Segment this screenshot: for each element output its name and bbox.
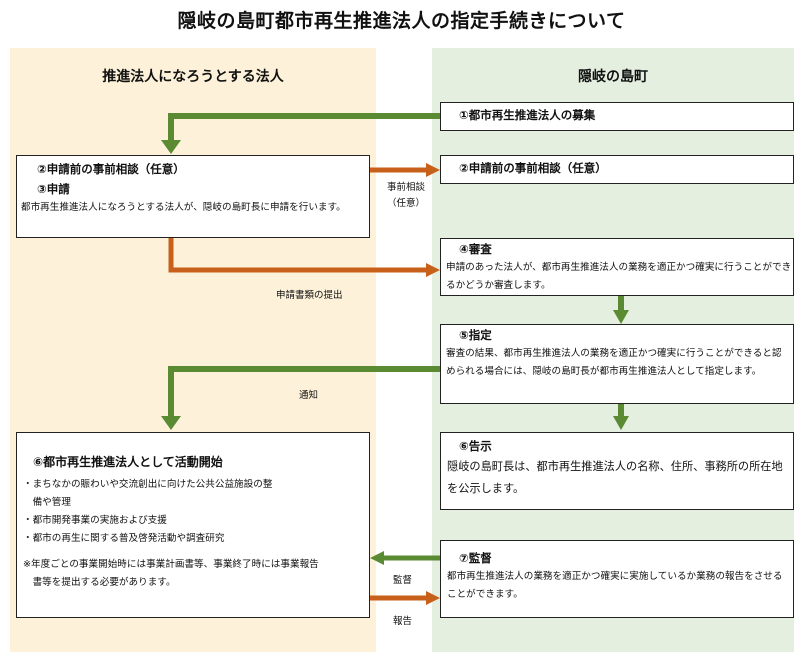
notice-body: 隠岐の島町長は、都市再生推進法人の名称、住所、事務所の所在地を公示します。 bbox=[447, 459, 783, 495]
apply-heading: ③申請 bbox=[37, 182, 70, 196]
activity-start-box: ⑥都市再生推進法人として活動開始 ・まちなかの賑わいや交流創出に向けた公共公益施… bbox=[16, 432, 370, 618]
activity-item: ・都市の再生に関する普及啓発活動や調査研究 bbox=[23, 532, 225, 544]
arrow-recruit-to-apply bbox=[168, 113, 440, 142]
arrow-submit-docs bbox=[168, 238, 428, 273]
report-label: 報告 bbox=[393, 616, 413, 627]
designate-heading: ⑤指定 bbox=[459, 328, 492, 342]
activity-item: ・まちなかの賑わいや交流創出に向けた公共公益施設の整 bbox=[23, 478, 273, 490]
supervise-label: 監督 bbox=[393, 575, 413, 586]
designate-box: ⑤指定 審査の結果、都市再生推進法人の業務を適正かつ確実に行うことができると認め… bbox=[440, 324, 794, 404]
pre-consult-label: 事前相談 （任意） bbox=[380, 180, 432, 212]
notify-label: 通知 bbox=[299, 390, 319, 401]
arrowhead-submit-docs bbox=[426, 263, 440, 277]
town-column-header: 隠岐の島町 bbox=[578, 69, 648, 85]
arrowhead-pre-consult bbox=[426, 163, 440, 177]
pre-consult-town-heading: ②申請前の事前相談（任意） bbox=[459, 161, 607, 175]
notice-box: ⑥告示 隠岐の島町長は、都市再生推進法人の名称、住所、事務所の所在地を公示します… bbox=[440, 432, 794, 510]
supervise-heading: ⑦監督 bbox=[459, 551, 492, 565]
activity-note-line: ※年度ごとの事業開始時には事業計画書等、事業終了時には事業報告 bbox=[23, 558, 319, 570]
arrowhead-notify bbox=[161, 416, 181, 430]
apply-box: ②申請前の事前相談（任意） ③申請 都市再生推進法人になろうとする法人が、隠岐の… bbox=[16, 155, 370, 238]
designate-body: 審査の結果、都市再生推進法人の業務を適正かつ確実に行うことができると認められる場… bbox=[446, 347, 782, 377]
activity-start-heading: ⑥都市再生推進法人として活動開始 bbox=[33, 455, 223, 469]
review-box: ④審査 申請のあった法人が、都市再生推進法人の業務を適正かつ確実に行うことができ… bbox=[440, 238, 794, 296]
page-title: 隠岐の島町都市再生推進法人の指定手続きについて bbox=[177, 10, 626, 32]
supervise-body: 都市再生推進法人の業務を適正かつ確実に実施しているか業務の報告をさせることができ… bbox=[447, 570, 783, 600]
activity-note-line: 書等を提出する必要があります。 bbox=[23, 576, 176, 588]
pre-consult-town-box: ②申請前の事前相談（任意） bbox=[440, 155, 794, 184]
arrowhead-recruit-to-apply bbox=[161, 140, 181, 154]
pre-consult-label-line2: （任意） bbox=[386, 198, 425, 209]
recruit-box: ①都市再生推進法人の募集 bbox=[440, 102, 794, 131]
arrowhead-review-to-designate bbox=[613, 310, 629, 324]
arrowhead-report bbox=[426, 591, 440, 605]
supervise-box: ⑦監督 都市再生推進法人の業務を適正かつ確実に実施しているか業務の報告をさせるこ… bbox=[440, 540, 794, 618]
arrow-notify bbox=[168, 366, 440, 418]
review-body: 申請のあった法人が、都市再生推進法人の業務を適正かつ確実に行うことができるかどう… bbox=[446, 261, 792, 291]
apply-pre-consult-heading: ②申請前の事前相談（任意） bbox=[37, 162, 185, 176]
arrowhead-designate-to-notice bbox=[613, 416, 629, 430]
apply-body: 都市再生推進法人になろうとする法人が、隠岐の島町長に申請を行います。 bbox=[21, 202, 346, 213]
recruit-heading: ①都市再生推進法人の募集 bbox=[459, 108, 596, 122]
submit-docs-label: 申請書類の提出 bbox=[276, 290, 343, 301]
activity-item: ・都市開発事業の実施および支援 bbox=[23, 514, 167, 526]
review-heading: ④審査 bbox=[459, 242, 492, 256]
applicant-column-header: 推進法人になろうとする法人 bbox=[102, 69, 284, 85]
arrowhead-supervise bbox=[370, 551, 384, 565]
pre-consult-label-line1: 事前相談 bbox=[386, 182, 425, 193]
notice-heading: ⑥告示 bbox=[459, 439, 492, 453]
activity-item: 備や管理 bbox=[23, 496, 71, 508]
